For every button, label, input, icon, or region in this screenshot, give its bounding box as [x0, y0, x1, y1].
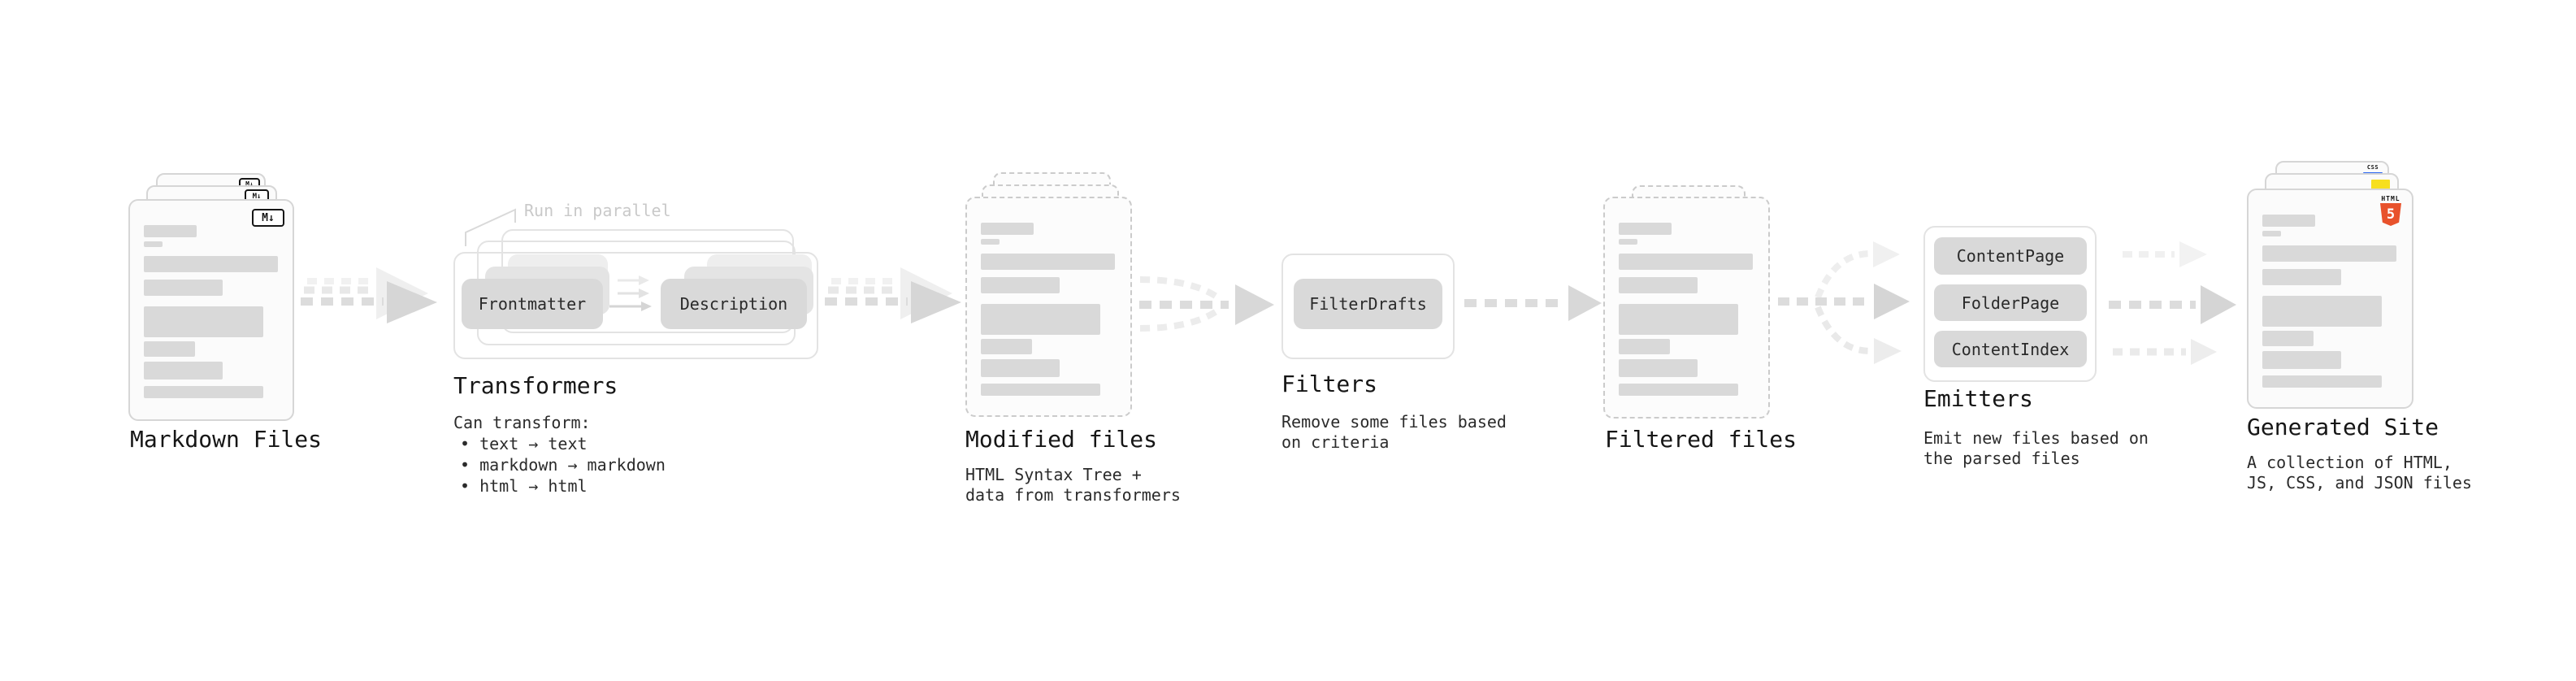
generated-site-description-line2: JS, CSS, and JSON files	[2247, 473, 2472, 492]
filters-description-line2: on criteria	[1281, 432, 1390, 452]
text-line-placeholder	[144, 386, 263, 398]
stage-title-emitters: Emitters	[1923, 385, 2033, 412]
text-line-placeholder	[1619, 384, 1738, 396]
emitters-description-line1: Emit new files based on	[1923, 428, 2149, 448]
text-line-placeholder	[1619, 304, 1738, 335]
text-line-placeholder	[144, 280, 223, 296]
text-line-placeholder	[144, 241, 163, 247]
css-icon-label: CSS	[2366, 164, 2379, 171]
text-line-placeholder	[981, 339, 1032, 354]
emitter-step-contentindex: ContentIndex	[1934, 331, 2087, 367]
transformers-description-heading: Can transform:	[453, 413, 591, 432]
transformer-layer-front	[453, 252, 818, 359]
text-line-placeholder	[981, 277, 1060, 293]
text-line-placeholder	[1619, 223, 1672, 235]
generated-site-description-line1: A collection of HTML,	[2247, 453, 2452, 472]
text-line-placeholder	[2262, 351, 2341, 369]
text-line-placeholder	[2262, 231, 2281, 236]
filters-description-line1: Remove some files based	[1281, 412, 1507, 432]
filter-step-filterdrafts: FilterDrafts	[1294, 279, 1442, 329]
text-line-placeholder	[1619, 359, 1698, 377]
text-line-placeholder	[2262, 269, 2341, 285]
arrow-filtered-to-emitters	[1778, 241, 1910, 364]
text-line-placeholder	[144, 341, 195, 357]
generated-file-html: HTML 5	[2247, 189, 2413, 409]
html5-icon-glyph: 5	[2386, 206, 2396, 223]
stage-title-transformers: Transformers	[453, 372, 618, 399]
text-line-placeholder	[2262, 245, 2396, 262]
html5-icon-label: HTML	[2381, 195, 2400, 202]
filtered-file-front	[1603, 197, 1770, 419]
stage-title-filters: Filters	[1281, 371, 1378, 397]
stage-title-generated-site: Generated Site	[2247, 414, 2439, 440]
stage-title-markdown-files: Markdown Files	[130, 426, 323, 453]
text-line-placeholder	[2262, 215, 2315, 227]
arrow-filters-to-filtered	[1464, 285, 1602, 321]
emitter-step-contentpage: ContentPage	[1934, 237, 2087, 275]
emitters-description-line2: the parsed files	[1923, 449, 2080, 468]
transformers-bullet-markdown: • markdown → markdown	[460, 455, 666, 475]
modified-files-description-line1: HTML Syntax Tree +	[965, 465, 1142, 484]
text-line-placeholder	[2262, 296, 2382, 327]
transformers-bullet-html: • html → html	[460, 476, 588, 496]
text-line-placeholder	[1619, 277, 1698, 293]
stage-title-filtered-files: Filtered files	[1605, 426, 1798, 453]
transformers-bullet-text: • text → text	[460, 434, 588, 453]
text-line-placeholder	[981, 239, 1000, 245]
text-line-placeholder	[981, 359, 1060, 377]
text-line-placeholder	[144, 362, 223, 380]
arrow-transformers-to-modified	[825, 267, 961, 323]
transformer-step-frontmatter: Frontmatter	[462, 279, 603, 329]
text-line-placeholder	[981, 304, 1100, 335]
text-line-placeholder	[1619, 254, 1753, 270]
text-line-placeholder	[1619, 339, 1670, 354]
transformer-step-description: Description	[661, 279, 807, 329]
arrow-emitters-to-generated	[2109, 241, 2236, 365]
markdown-icon: M↓	[252, 209, 284, 227]
text-line-placeholder	[144, 256, 278, 272]
text-line-placeholder	[981, 223, 1034, 235]
text-line-placeholder	[144, 306, 263, 337]
javascript-icon	[2371, 180, 2390, 189]
text-line-placeholder	[144, 225, 197, 237]
arrow-modified-to-filters	[1139, 276, 1274, 332]
html5-icon: HTML 5	[2376, 195, 2405, 226]
stage-title-modified-files: Modified files	[965, 426, 1158, 453]
emitter-step-folderpage: FolderPage	[1934, 284, 2087, 321]
markdown-file-front: M↓	[128, 199, 294, 421]
modified-files-description-line2: data from transformers	[965, 485, 1181, 505]
modified-file-front	[965, 197, 1132, 417]
text-line-placeholder	[981, 384, 1100, 396]
html5-icon-shield: 5	[2380, 203, 2401, 226]
text-line-placeholder	[2262, 375, 2382, 388]
arrow-markdown-to-transformers	[301, 267, 437, 323]
run-in-parallel-label: Run in parallel	[524, 201, 671, 220]
text-line-placeholder	[1619, 239, 1637, 245]
text-line-placeholder	[2262, 331, 2314, 346]
text-line-placeholder	[981, 254, 1115, 270]
